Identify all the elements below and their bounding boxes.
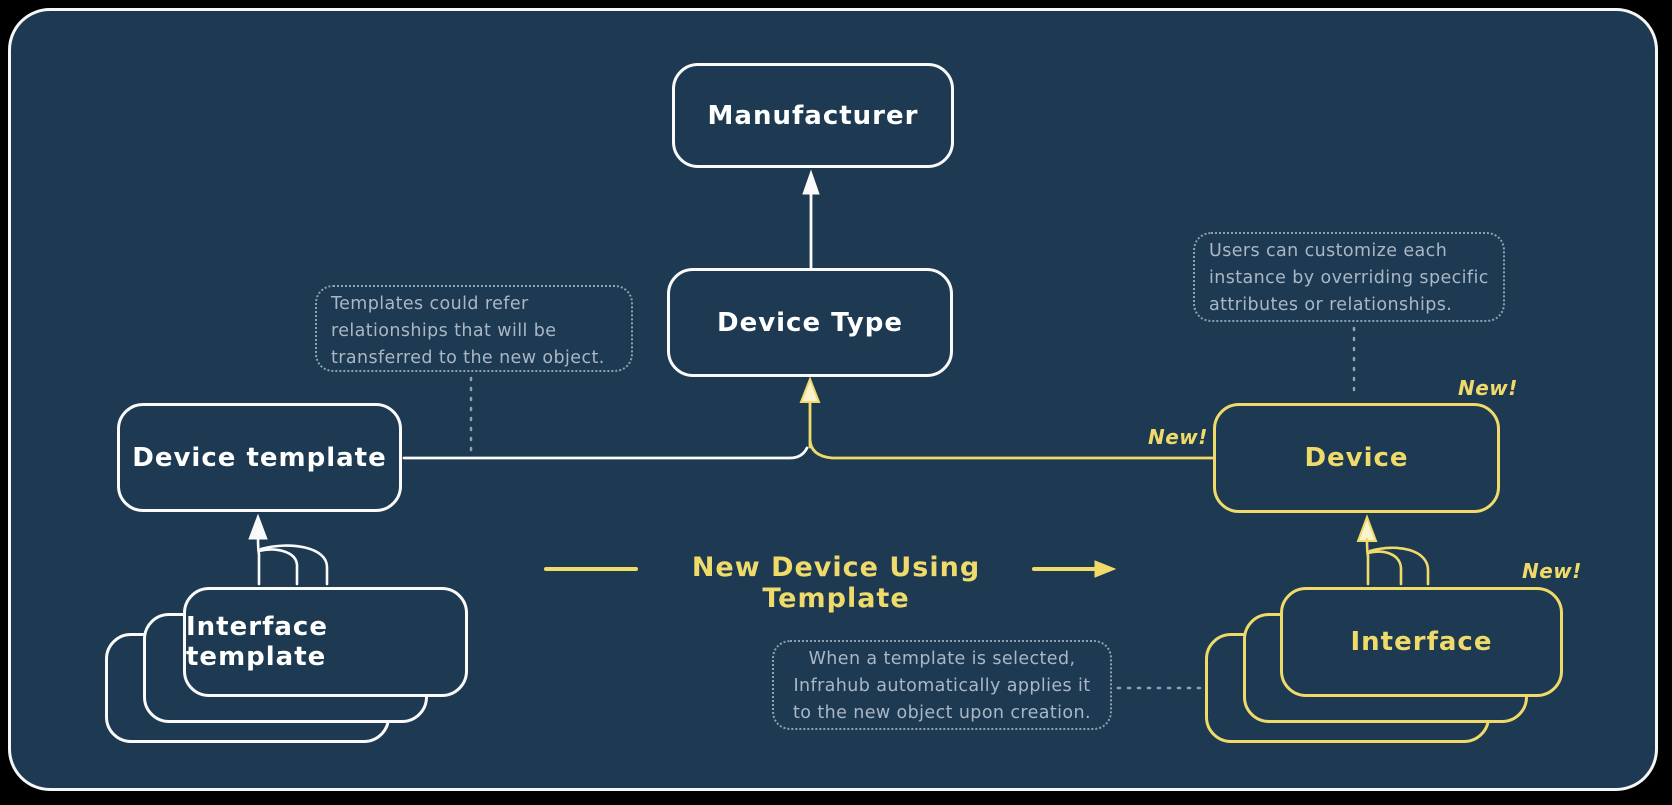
new-badge-device-corner: New! [1458, 376, 1518, 400]
note-customize-line2: instance by overriding specific [1209, 268, 1489, 288]
new-badge-device-line: New! [1148, 425, 1208, 449]
flow-label: New Device Using Template [691, 552, 981, 614]
node-interface: Interface [1280, 587, 1563, 697]
note-apply-line2: Infrahub automatically applies it [793, 676, 1091, 696]
node-device-template-label: Device template [132, 442, 387, 473]
note-templates-refer: Templates could refer relationships that… [315, 285, 633, 372]
node-device: Device [1213, 403, 1500, 513]
node-manufacturer-label: Manufacturer [707, 100, 919, 131]
node-manufacturer: Manufacturer [672, 63, 954, 168]
node-interface-template: Interface template [183, 587, 468, 697]
note-apply-line1: When a template is selected, [808, 649, 1076, 669]
note-templates-line1: Templates could refer [331, 294, 529, 314]
node-device-label: Device [1304, 443, 1409, 473]
note-template-applied: When a template is selected, Infrahub au… [772, 640, 1112, 730]
new-badge-interface: New! [1522, 559, 1582, 583]
note-apply-line3: to the new object upon creation. [792, 703, 1091, 723]
note-templates-line3: transferred to the new object. [331, 348, 605, 368]
node-interface-template-label: Interface template [186, 612, 328, 672]
node-device-type-label: Device Type [716, 307, 904, 338]
note-customize-line1: Users can customize each [1209, 241, 1448, 261]
note-users-customize: Users can customize each instance by ove… [1193, 232, 1505, 322]
node-device-type: Device Type [667, 268, 953, 377]
note-templates-line2: relationships that will be [331, 321, 557, 341]
node-interface-label: Interface [1350, 627, 1493, 657]
node-device-template: Device template [117, 403, 402, 512]
note-customize-line3: attributes or relationships. [1209, 295, 1453, 315]
